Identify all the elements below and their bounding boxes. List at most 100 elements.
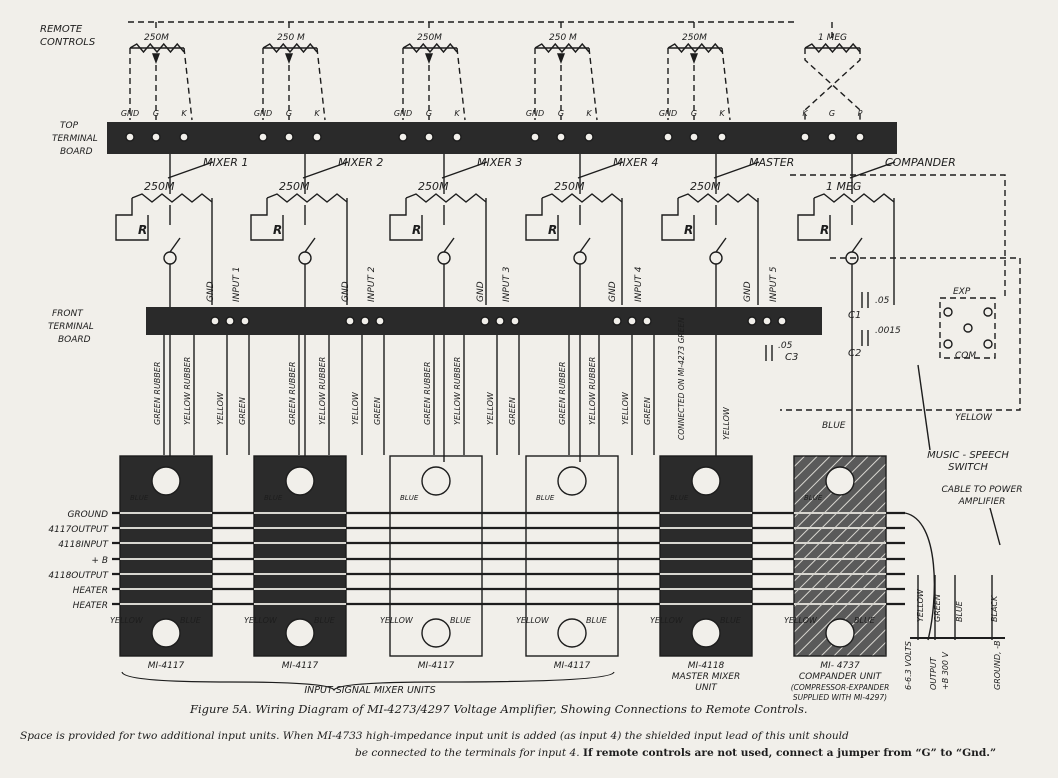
cap-value: .05 xyxy=(875,296,890,306)
top-terminal-label: K xyxy=(802,109,808,118)
cable-bundle xyxy=(904,512,936,641)
front-terminal-label: GND xyxy=(206,281,216,302)
top-terminal-board xyxy=(107,122,897,154)
switch-com-label: COM xyxy=(955,351,976,361)
front-terminal xyxy=(240,316,250,326)
front-terminal xyxy=(612,316,622,326)
remote-controls-label: REMOTE xyxy=(40,24,83,35)
front-board-label: FRONT xyxy=(52,309,84,319)
rheostat-loop xyxy=(797,198,831,241)
top-terminal xyxy=(312,132,322,142)
wire-color-label: YELLOW xyxy=(216,391,225,425)
mixer-pot-value: 250M xyxy=(418,180,449,193)
switch-contact xyxy=(943,339,953,349)
cable-label: AMPLIFIER xyxy=(958,497,1006,507)
switch-contact xyxy=(943,307,953,317)
remote-wire xyxy=(721,47,731,121)
mixer-pot-resistor xyxy=(131,193,213,203)
mixer-pot-value: 250M xyxy=(144,180,175,193)
top-terminal-label: GND xyxy=(394,109,412,118)
rheostat-loop xyxy=(115,198,149,241)
remote-wire xyxy=(456,47,466,121)
wiper-arrow xyxy=(556,53,566,64)
remote-pot-resistor xyxy=(402,42,458,54)
unit-blue-label: BLUE xyxy=(536,494,555,502)
mixer-pot-value: 250M xyxy=(554,180,585,193)
remote-wire xyxy=(183,47,193,121)
top-terminal xyxy=(179,132,189,142)
mixer-leader xyxy=(167,161,214,179)
mixer-leader xyxy=(577,161,624,179)
compander-unit-label: MI- 4737 xyxy=(820,661,860,671)
bus-label: HEATER xyxy=(73,586,108,596)
top-terminal xyxy=(398,132,408,142)
unit-blue-label: BLUE xyxy=(400,494,419,502)
tube-socket-bottom xyxy=(285,618,315,648)
top-terminal xyxy=(827,132,837,142)
music-speech-leader xyxy=(917,364,931,451)
unit-blue-label: BLUE xyxy=(450,616,472,625)
wire-color-label: GREEN RUBBER xyxy=(153,362,162,425)
rheostat-loop xyxy=(250,198,284,241)
switch-exp-label: EXP xyxy=(953,287,971,297)
front-terminal-label: INPUT 2 xyxy=(367,266,377,302)
remote-pot-value: 250M xyxy=(144,33,169,43)
top-terminal-label: K xyxy=(454,109,460,118)
switch-arm xyxy=(715,237,727,253)
wire-color-label: YELLOW RUBBER xyxy=(318,357,327,425)
mixer-pot-value: 1 MEG xyxy=(826,180,861,193)
wiper-arrow xyxy=(284,53,294,64)
mixer-leader xyxy=(302,161,349,179)
bus-label: HEATER xyxy=(73,601,108,611)
wiper-arrow xyxy=(689,53,699,64)
yellow-lead-label: YELLOW xyxy=(955,413,993,423)
mixer-label: MIXER 3 xyxy=(477,156,522,169)
remote-pot-value: 250 M xyxy=(277,33,305,43)
top-terminal-label: G xyxy=(153,109,159,118)
note-line-2b: If remote controls are not used, connect… xyxy=(582,747,997,759)
front-terminal xyxy=(642,316,652,326)
top-terminal xyxy=(556,132,566,142)
remote-controls-label: CONTROLS xyxy=(40,37,96,48)
front-terminal-label: INPUT 4 xyxy=(634,266,644,302)
top-terminal xyxy=(258,132,268,142)
top-terminal-label: P xyxy=(858,109,863,118)
wire-color-label: GREEN xyxy=(508,397,517,425)
pot-switch-terminal xyxy=(437,251,451,265)
wire-color-label: GREEN xyxy=(643,397,652,425)
dashed-lead xyxy=(790,174,1006,300)
rheostat-loop xyxy=(389,198,423,241)
tube-socket-top xyxy=(557,466,587,496)
tube-socket-bottom xyxy=(691,618,721,648)
unit-blue-label: BLUE xyxy=(264,494,283,502)
mixer-label: MASTER xyxy=(749,156,794,169)
tube-socket-top xyxy=(151,466,181,496)
pot-switch-terminal xyxy=(163,251,177,265)
top-terminal-label: G xyxy=(286,109,292,118)
mixer-label: MIXER 4 xyxy=(613,156,658,169)
top-terminal xyxy=(125,132,135,142)
unit-yellow-label: YELLOW xyxy=(110,616,144,625)
unit-yellow-label: YELLOW xyxy=(244,616,278,625)
top-terminal xyxy=(717,132,727,142)
output-label: OUTPUT xyxy=(929,656,938,690)
top-terminal xyxy=(663,132,673,142)
wire-color-label: GREEN RUBBER xyxy=(288,362,297,425)
remote-wire xyxy=(316,47,326,121)
rheostat-loop xyxy=(661,198,695,241)
cable-wire-label: BLUE xyxy=(955,600,964,622)
wire-color-label: GREEN xyxy=(373,397,382,425)
unit-yellow-label: YELLOW xyxy=(650,616,684,625)
bus-label: 4117OUTPUT xyxy=(48,525,109,535)
cable-wire-label: YELLOW xyxy=(916,588,925,622)
mixer-pot-resistor xyxy=(813,193,895,203)
unit-yellow-label: YELLOW xyxy=(784,616,818,625)
top-terminal-label: K xyxy=(719,109,725,118)
bus-label: 4118INPUT xyxy=(58,540,109,550)
mixer-pot-resistor xyxy=(677,193,759,203)
front-terminal xyxy=(762,316,772,326)
front-terminal xyxy=(510,316,520,326)
pot-switch-terminal xyxy=(709,251,723,265)
unit-blue-label: BLUE xyxy=(804,494,823,502)
wire-color-label: GREEN RUBBER xyxy=(558,362,567,425)
